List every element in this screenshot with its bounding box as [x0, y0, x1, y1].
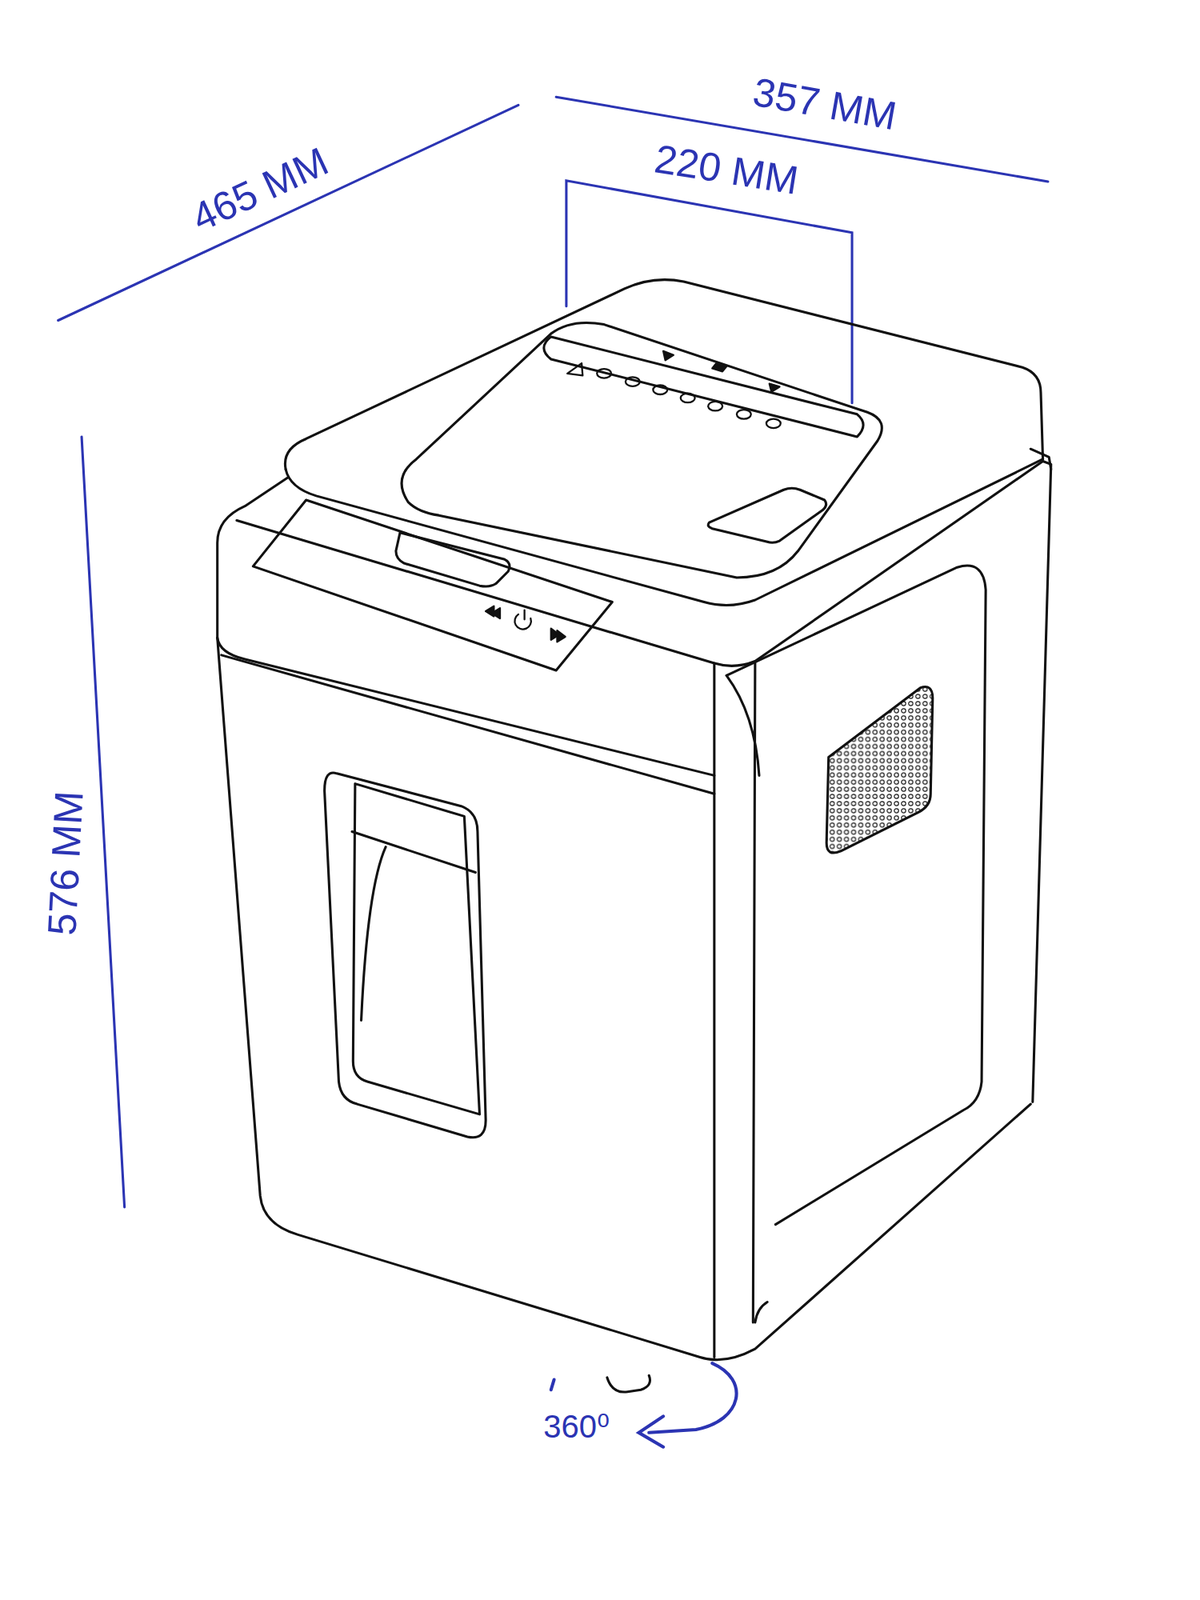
drawing-stroke	[607, 1375, 651, 1392]
drawing-stroke	[1032, 461, 1052, 1103]
drawing-stroke	[401, 322, 882, 578]
drawing-stroke	[755, 1302, 768, 1324]
drawing-stroke	[514, 614, 531, 630]
drawing-stroke	[567, 363, 583, 376]
drawing-stroke	[736, 409, 752, 419]
drawing-stroke	[766, 419, 781, 428]
drawing-stroke	[221, 655, 715, 794]
drawing-stroke	[648, 1363, 736, 1433]
drawing-stroke	[252, 500, 612, 671]
dimension-lines	[58, 96, 1048, 1448]
rotation-label: 360⁰	[543, 1410, 610, 1443]
drawing-stroke	[726, 565, 986, 1225]
control-icons	[485, 606, 565, 643]
drawing-stroke	[712, 363, 727, 372]
drawing-stroke	[708, 488, 826, 543]
drawing-stroke	[551, 1379, 555, 1390]
drawing-stroke	[217, 637, 715, 776]
drawing-stroke	[680, 393, 696, 403]
drawing-stroke	[1030, 448, 1052, 470]
drawing-stroke	[352, 784, 480, 1115]
drawing-stroke	[217, 477, 288, 638]
drawing-stroke	[663, 351, 674, 360]
drawing-stroke	[324, 772, 487, 1138]
drawing-stroke	[625, 376, 640, 386]
drawing-stroke	[236, 461, 1044, 667]
drawing-stroke	[566, 180, 852, 404]
drawing-stroke	[726, 675, 760, 776]
drawing-stroke	[352, 832, 476, 1021]
drawing-stroke	[284, 280, 1043, 470]
drawing-stroke	[217, 637, 1032, 1360]
drawing-stroke	[638, 1416, 664, 1447]
drawing-stroke	[81, 436, 125, 1208]
drawing-stroke	[826, 687, 933, 854]
drawing-stroke	[712, 663, 716, 1357]
drawing-stroke	[396, 532, 510, 587]
drawing-stroke	[523, 610, 525, 620]
drawing-stroke	[596, 368, 612, 378]
drawing-stroke	[544, 336, 864, 437]
drawing-stroke	[58, 104, 519, 320]
drawing-stroke	[556, 630, 565, 642]
shredder-body	[217, 280, 1052, 1392]
drawing-stroke	[708, 401, 723, 411]
drawing-stroke	[752, 661, 756, 1324]
drawing-stroke	[492, 608, 500, 619]
drawing-stroke	[769, 384, 780, 392]
sheet-indicators	[567, 351, 781, 428]
slot-width-dimension: 220 MM	[652, 138, 801, 201]
drawing-stroke	[652, 385, 668, 395]
depth-dimension: 465 MM	[186, 140, 335, 239]
height-dimension: 576 MM	[41, 790, 89, 937]
width-dimension: 357 MM	[749, 72, 900, 137]
